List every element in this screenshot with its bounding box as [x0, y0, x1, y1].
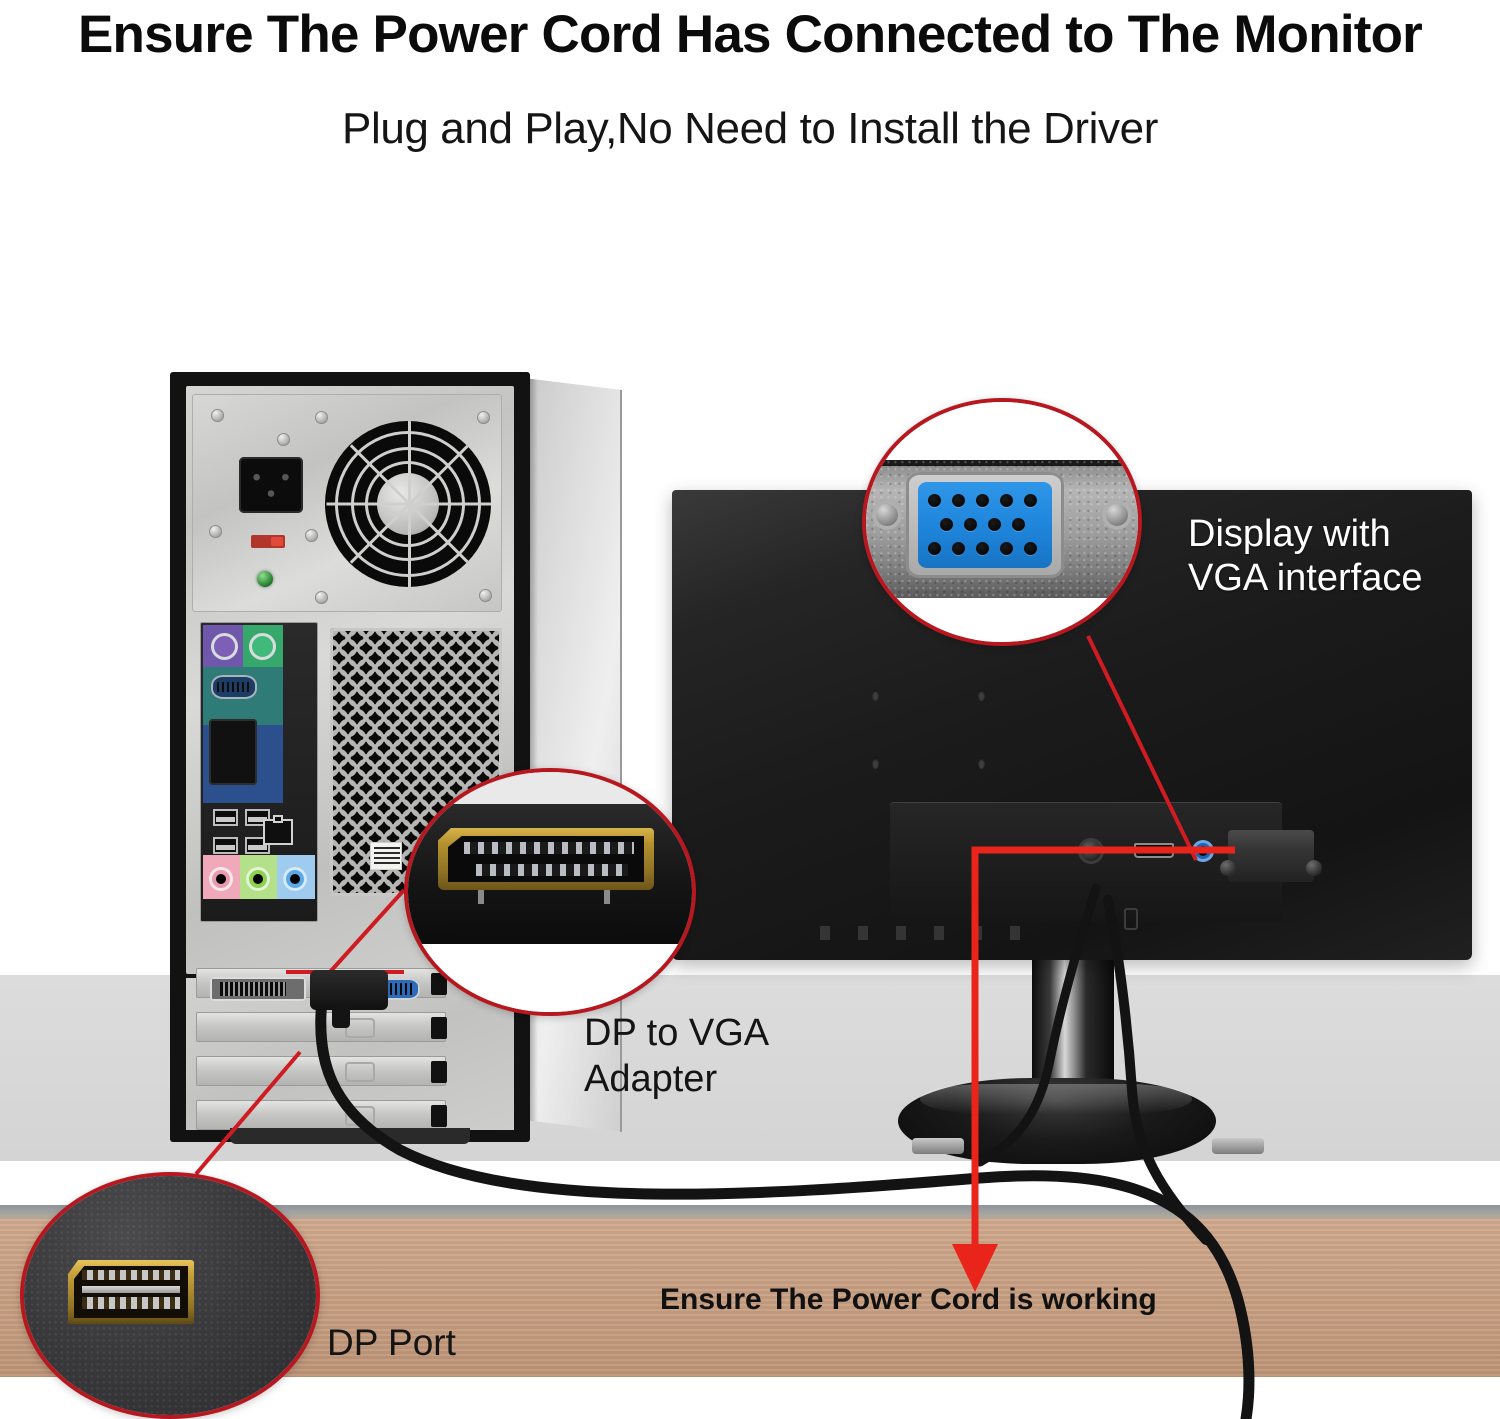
vga-connector-icon	[866, 402, 1138, 642]
callout-dp-port	[20, 1172, 320, 1419]
hdmi-port-icon[interactable]	[1134, 843, 1174, 858]
expansion-slot	[196, 1056, 447, 1086]
callout-dp-to-vga-adapter	[404, 768, 696, 1016]
fan-spoke	[408, 504, 411, 587]
expansion-slot	[196, 1100, 447, 1130]
displayport-port-icon	[24, 1176, 316, 1415]
dvi-port-icon[interactable]	[210, 977, 306, 1001]
expansion-slot	[196, 1012, 447, 1042]
power-cord-warning-text: Ensure The Power Cord is working	[660, 1283, 1157, 1316]
line-in-jack-icon[interactable]	[283, 867, 307, 891]
usb-port-icon[interactable]	[213, 809, 238, 826]
psu-fan-grille-icon	[325, 421, 491, 587]
line-out-jack-icon[interactable]	[246, 867, 270, 891]
psu-screw	[305, 529, 318, 542]
audio-jack-icon[interactable]	[1192, 840, 1214, 862]
vesa-hole-top-left	[872, 690, 879, 701]
slot-tab	[345, 1106, 375, 1126]
vesa-hole-top-right	[978, 690, 985, 701]
vga-thumbscrew-left	[1220, 860, 1236, 876]
monitor-base-foot-right	[1212, 1138, 1264, 1154]
slot-notch	[431, 1061, 447, 1083]
callout-label-dp-port: DP Port	[327, 1322, 456, 1363]
slot-notch	[431, 1105, 447, 1127]
slot-tab	[345, 1062, 375, 1082]
ps2-keyboard-port-icon[interactable]	[211, 633, 238, 660]
psu-screw	[277, 433, 290, 446]
psu-screw	[209, 525, 222, 538]
vga-screw-left	[872, 500, 902, 530]
usb-port-icon[interactable]	[213, 837, 238, 854]
power-supply-unit	[192, 394, 502, 612]
vga-cable-plug[interactable]	[1220, 830, 1322, 882]
motherboard-io-shield	[200, 622, 318, 922]
callout-label-vga-line2: VGA interface	[1188, 557, 1423, 599]
psu-screw	[479, 589, 492, 602]
fan-spoke	[409, 502, 491, 506]
monitor-base-foot-left	[912, 1138, 964, 1154]
callout-label-vga: Display with VGA interface	[1188, 512, 1422, 600]
serial-port-icon[interactable]	[211, 675, 257, 699]
vesa-hole-bottom-left	[872, 758, 879, 769]
displayport-connector-icon	[408, 772, 692, 1012]
callout-label-dp-line1: DP to VGA	[584, 1012, 770, 1054]
psu-screw	[477, 411, 490, 424]
fan-spoke	[408, 421, 411, 504]
monitor-port-strip	[1072, 828, 1322, 882]
vga-screw-right	[1102, 500, 1132, 530]
monitor-base-highlight	[920, 1084, 1192, 1114]
callout-label-dp-line2: Adapter	[584, 1058, 718, 1100]
ps2-mouse-port-icon[interactable]	[249, 633, 276, 660]
psu-screw	[315, 411, 328, 424]
psu-screw	[315, 591, 328, 604]
tower-barcode-sticker	[370, 842, 402, 870]
onboard-video-blank	[209, 719, 257, 785]
fan-spoke	[326, 502, 410, 506]
callout-label-dp-adapter: DP to VGA Adapter	[584, 1010, 769, 1102]
psu-screw	[211, 409, 224, 422]
mic-jack-icon[interactable]	[209, 867, 233, 891]
tower-base-foot	[230, 1128, 470, 1144]
page-subtitle: Plug and Play,No Need to Install the Dri…	[342, 104, 1158, 153]
voltage-switch[interactable]	[251, 535, 285, 548]
vesa-hole-bottom-right	[978, 758, 985, 769]
vga-thumbscrew-right	[1306, 860, 1322, 876]
power-led-icon	[257, 571, 273, 587]
callout-vga-interface	[862, 398, 1142, 646]
slot-notch	[431, 1017, 447, 1039]
monitor-osd-buttons[interactable]	[792, 926, 1032, 940]
ethernet-port-icon[interactable]	[263, 815, 293, 845]
power-inlet-icon[interactable]	[239, 457, 303, 513]
dp-to-vga-adapter-plug[interactable]	[310, 970, 388, 1028]
kensington-lock-slot-icon	[1124, 908, 1138, 930]
power-jack-icon[interactable]	[1078, 838, 1104, 864]
page-title: Ensure The Power Cord Has Connected to T…	[77, 5, 1423, 64]
callout-label-vga-line1: Display with	[1188, 513, 1391, 555]
desktop-tower-rear	[170, 372, 530, 1144]
